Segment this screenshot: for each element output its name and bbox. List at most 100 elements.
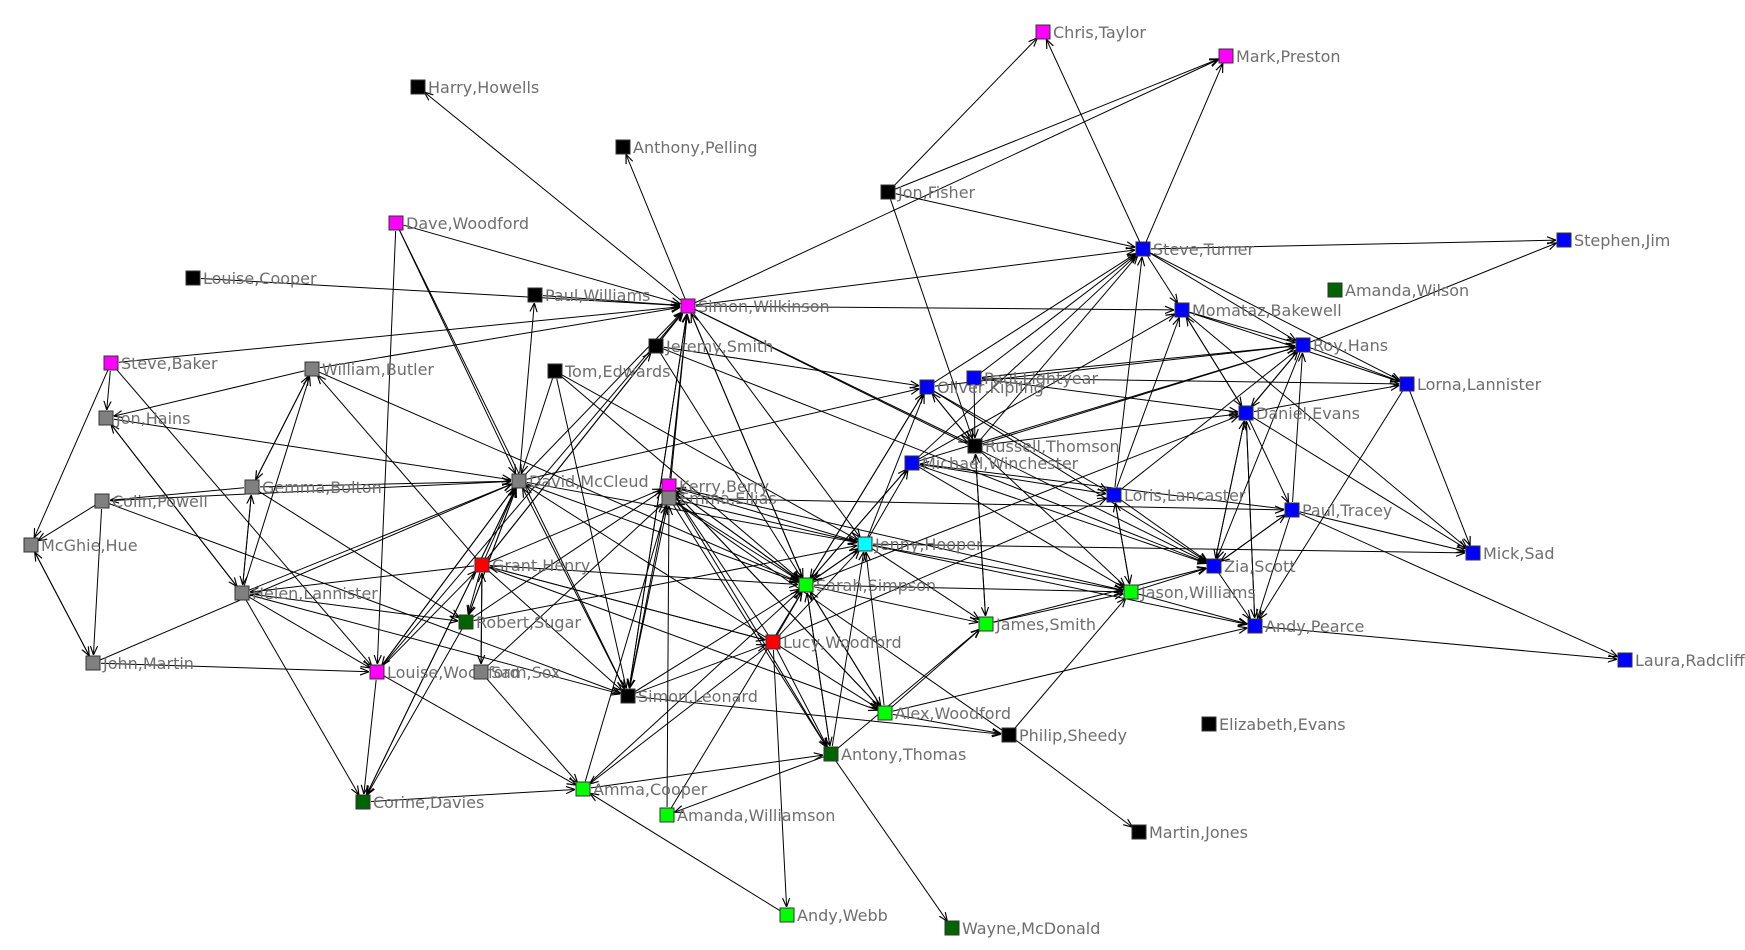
node-jon_fisher[interactable]: Jon,Fisher: [880, 183, 976, 202]
node-chris_taylor[interactable]: Chris,Taylor: [1035, 23, 1146, 42]
node-marker[interactable]: [857, 536, 873, 552]
node-marker[interactable]: [1284, 502, 1300, 518]
node-colin_powell[interactable]: Colin,Powell: [94, 492, 208, 511]
node-marker[interactable]: [185, 270, 201, 286]
node-marker[interactable]: [1556, 232, 1572, 248]
node-tom_edwards[interactable]: Tom,Edwards: [547, 362, 670, 381]
node-marker[interactable]: [1247, 618, 1263, 634]
node-roy_hans[interactable]: Roy,Hans: [1295, 336, 1388, 355]
node-grant_henry[interactable]: Grant,Henry: [474, 556, 590, 575]
node-anthony_pelling[interactable]: Anthony,Pelling: [615, 138, 758, 157]
node-marker[interactable]: [1123, 584, 1139, 600]
node-dave_woodford[interactable]: Dave,Woodford: [388, 214, 529, 233]
node-marker[interactable]: [234, 585, 250, 601]
node-marker[interactable]: [1218, 48, 1234, 64]
node-sam_sox[interactable]: Sam,Sox: [473, 663, 561, 682]
node-marker[interactable]: [1174, 302, 1190, 318]
node-marker[interactable]: [1399, 376, 1415, 392]
node-marker[interactable]: [967, 438, 983, 454]
node-paul_lightyear[interactable]: Paul,Lightyear: [966, 369, 1098, 388]
node-marker[interactable]: [1201, 716, 1217, 732]
node-marker[interactable]: [369, 664, 385, 680]
node-marker[interactable]: [823, 746, 839, 762]
node-marker[interactable]: [410, 79, 426, 95]
node-amanda_williamson[interactable]: Amanda,Williamson: [659, 806, 835, 825]
node-marker[interactable]: [511, 473, 527, 489]
node-amanda_wilson[interactable]: Amanda,Wilson: [1327, 281, 1469, 300]
node-helen_lannister[interactable]: Helen,Lannister: [234, 584, 378, 603]
node-loris_lancaster[interactable]: Loris,Lancaster: [1106, 486, 1246, 505]
node-marker[interactable]: [919, 379, 935, 395]
node-marker[interactable]: [527, 287, 543, 303]
node-marker[interactable]: [547, 363, 563, 379]
node-russell_thomson[interactable]: Russell,Thomson: [967, 437, 1120, 456]
node-amma_cooper[interactable]: Amma,Cooper: [575, 780, 708, 799]
node-louise_cooper[interactable]: Louise,Cooper: [185, 269, 317, 288]
node-marker[interactable]: [1131, 824, 1147, 840]
node-marker[interactable]: [355, 794, 371, 810]
node-laura_radcliffe[interactable]: Laura,Radcliffe: [1617, 651, 1745, 670]
node-marker[interactable]: [1206, 558, 1222, 574]
node-marker[interactable]: [966, 370, 982, 386]
node-jeremy_smith[interactable]: Jeremy,Smith: [648, 337, 773, 356]
node-marker[interactable]: [779, 907, 795, 923]
node-marker[interactable]: [620, 688, 636, 704]
node-elizabeth_evans[interactable]: Elizabeth,Evans: [1201, 715, 1346, 734]
node-marker[interactable]: [661, 490, 677, 506]
node-marker[interactable]: [1617, 652, 1633, 668]
node-martin_jones[interactable]: Martin,Jones: [1131, 823, 1248, 842]
node-mcghie_hue[interactable]: McGhie,Hue: [23, 536, 138, 555]
node-antony_thomas[interactable]: Antony,Thomas: [823, 745, 966, 764]
node-michael_winchester[interactable]: Michael,Winchester: [904, 454, 1079, 473]
node-mark_preston[interactable]: Mark,Preston: [1218, 47, 1341, 66]
node-marker[interactable]: [1465, 545, 1481, 561]
node-marker[interactable]: [388, 215, 404, 231]
node-marker[interactable]: [1106, 487, 1122, 503]
node-paul_williams[interactable]: Paul,Williams: [527, 286, 650, 305]
node-simon_wilkinson[interactable]: Simon,Wilkinson: [680, 297, 830, 316]
node-jason_williams[interactable]: Jason,Williams: [1123, 583, 1256, 602]
node-robert_sugar[interactable]: Robert,Sugar: [458, 613, 581, 632]
node-oliver_kipling[interactable]: Oliver,Kipling: [919, 378, 1044, 397]
node-marker[interactable]: [659, 807, 675, 823]
node-steve_baker[interactable]: Steve,Baker: [103, 354, 218, 373]
node-lucy_woodford[interactable]: Lucy,Woodford: [765, 633, 902, 652]
node-wayne_mcdonald[interactable]: Wayne,McDonald: [944, 919, 1100, 938]
node-marker[interactable]: [978, 616, 994, 632]
node-william_butler[interactable]: William,Butler: [304, 360, 434, 379]
node-marker[interactable]: [798, 577, 814, 593]
node-mick_sad[interactable]: Mick,Sad: [1465, 544, 1555, 563]
node-marker[interactable]: [1238, 405, 1254, 421]
node-marker[interactable]: [103, 355, 119, 371]
node-marker[interactable]: [880, 184, 896, 200]
node-sarah_simpson[interactable]: Sarah,Simpson: [798, 576, 936, 595]
node-alex_woodford[interactable]: Alex,Woodford: [877, 704, 1011, 723]
node-marker[interactable]: [1001, 727, 1017, 743]
node-gemma_bolton[interactable]: Gemma,Bolton: [244, 478, 382, 497]
node-marker[interactable]: [94, 493, 110, 509]
node-marker[interactable]: [304, 361, 320, 377]
node-simon_leonard[interactable]: Simon,Leonard: [620, 687, 758, 706]
node-marker[interactable]: [1327, 282, 1343, 298]
node-steve_turner[interactable]: Steve,Turner: [1135, 240, 1254, 259]
node-marker[interactable]: [1295, 337, 1311, 353]
node-david_mccleud[interactable]: David,McCleud: [511, 472, 649, 491]
node-marker[interactable]: [877, 705, 893, 721]
node-marker[interactable]: [473, 664, 489, 680]
node-corine_davies[interactable]: Corine,Davies: [355, 793, 484, 812]
node-marker[interactable]: [458, 614, 474, 630]
node-kerry_berry[interactable]: Kerry,Berry: [661, 477, 769, 496]
node-marker[interactable]: [904, 455, 920, 471]
node-marker[interactable]: [648, 338, 664, 354]
node-paul_tracey[interactable]: Paul,Tracey: [1284, 501, 1392, 520]
node-marker[interactable]: [944, 920, 960, 936]
node-marker[interactable]: [244, 479, 260, 495]
node-marker[interactable]: [680, 298, 696, 314]
node-james_smith[interactable]: James,Smith: [978, 615, 1096, 634]
node-stephen_jim[interactable]: Stephen,Jim: [1556, 231, 1670, 250]
node-andy_webb[interactable]: Andy,Webb: [779, 906, 888, 925]
node-harry_howells[interactable]: Harry,Howells: [410, 78, 539, 97]
node-momataz_bakewell[interactable]: Momataz,Bakewell: [1174, 301, 1342, 320]
node-marker[interactable]: [575, 781, 591, 797]
node-daniel_evans[interactable]: Daniel,Evans: [1238, 404, 1360, 423]
